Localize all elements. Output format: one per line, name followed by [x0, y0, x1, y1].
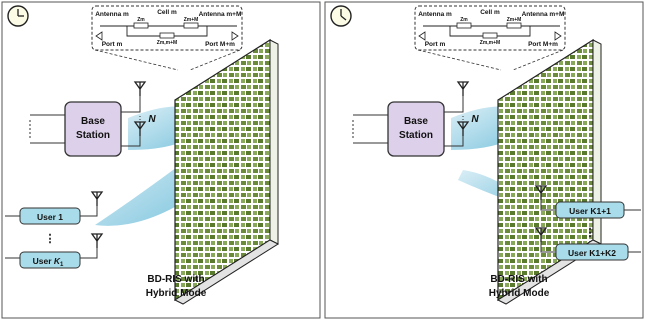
port-Mm-icon	[554, 31, 562, 41]
bs-feed-1	[121, 96, 141, 113]
antenna-m-label: Antenna m	[95, 11, 129, 18]
antenna-icon	[90, 191, 104, 206]
port-Mm-icon	[231, 31, 239, 41]
ris-label-line1: BD-RIS with	[147, 274, 204, 285]
zoom-line-left	[417, 49, 502, 71]
user-box-k1-plus-1: User K1+1	[534, 185, 641, 219]
user-1-label: User 1	[37, 212, 63, 222]
antenna-icon	[534, 185, 548, 200]
antenna-m-label: Antenna m	[418, 11, 452, 18]
clock-hand-minute	[340, 15, 347, 21]
antenna-mM-label: Antenna m+M	[522, 11, 565, 18]
zmM-label: Zm+M	[184, 17, 199, 23]
base-station-label-line2: Station	[76, 130, 110, 141]
user-box-k1-plus-k2: User K1+K2	[534, 227, 641, 261]
bs-feed-2	[444, 136, 464, 147]
antenna-icon	[133, 121, 147, 136]
panel-left: Antenna m Cell m Antenna m+M Port m Port M+m…	[1, 1, 321, 319]
ris-edge	[269, 39, 279, 245]
base-station-box	[387, 101, 445, 157]
zmmM-label: Zm,m+M	[480, 40, 500, 46]
circuit-inset: Antenna m Cell m Antenna m+M Port m Port M+m…	[91, 5, 243, 51]
impedance-zm	[456, 22, 472, 29]
port-m-icon	[95, 31, 103, 41]
zmM-label: Zm+M	[507, 17, 522, 23]
panel-right: Antenna m Cell m Antenna m+M Port m Port M+m…	[324, 1, 644, 319]
ris-panel	[496, 38, 603, 305]
port-m-icon	[418, 31, 426, 41]
user-ellipsis: ⋮	[585, 227, 596, 239]
user-ellipsis: ⋮	[45, 233, 56, 245]
impedance-zmmM	[482, 32, 498, 39]
antenna-icon	[133, 81, 147, 96]
impedance-zm	[133, 22, 149, 29]
bs-feed-2	[121, 136, 141, 147]
antenna-icon	[456, 121, 470, 136]
ris-label-line2: Hybrid Mode	[489, 288, 550, 299]
antenna-count-label: N	[471, 114, 479, 125]
user-box-1: User 1	[5, 191, 104, 225]
base-station-box	[64, 101, 122, 157]
user-k1k2-feed	[540, 242, 556, 253]
base-station-label-line1: Base	[404, 116, 428, 127]
zoom-line-right	[189, 49, 241, 71]
zoom-line-right	[512, 49, 564, 71]
user-k1-feed	[80, 248, 98, 259]
zm-label: Zm	[137, 17, 145, 23]
impedance-zmmM	[159, 32, 175, 39]
ris-label-line1: BD-RIS with	[490, 274, 547, 285]
port-m-label: Port m	[425, 41, 446, 48]
antenna-mM-label: Antenna m+M	[199, 11, 242, 18]
zoom-line-left	[94, 49, 179, 71]
user-1-feed	[80, 206, 98, 217]
port-m-label: Port m	[102, 41, 123, 48]
zm-label: Zm	[460, 17, 468, 23]
circuit-inset: Antenna m Cell m Antenna m+M Port m Port M+m…	[414, 5, 566, 51]
base-station-label-line2: Station	[399, 130, 433, 141]
zmmM-label: Zm,m+M	[157, 40, 177, 46]
cell-m-label: Cell m	[480, 9, 500, 16]
antenna-icon	[90, 233, 104, 248]
user-k1-box	[19, 251, 81, 269]
impedance-zmM	[183, 22, 199, 29]
circuit-box	[414, 5, 566, 51]
ris-panel	[173, 38, 280, 305]
cell-m-label: Cell m	[157, 9, 177, 16]
antenna-icon	[456, 81, 470, 96]
antenna-count-label: N	[148, 114, 156, 125]
user-k1p1-feed	[540, 200, 556, 211]
bs-feed-1	[444, 96, 464, 113]
antenna-icon	[534, 227, 548, 242]
base-station-label-line1: Base	[81, 116, 105, 127]
ris-label-line2: Hybrid Mode	[146, 288, 207, 299]
port-Mm-label: Port M+m	[528, 41, 558, 48]
user-k1-label: User K1	[33, 256, 64, 268]
user-k1p1-label: User K1+1	[569, 206, 611, 216]
impedance-zmM	[506, 22, 522, 29]
port-Mm-label: Port M+m	[205, 41, 235, 48]
user-k1k2-label: User K1+K2	[568, 248, 616, 258]
ris-edge-bottom	[173, 239, 280, 305]
circuit-box	[91, 5, 243, 51]
user-box-k1: User K1	[5, 233, 104, 269]
